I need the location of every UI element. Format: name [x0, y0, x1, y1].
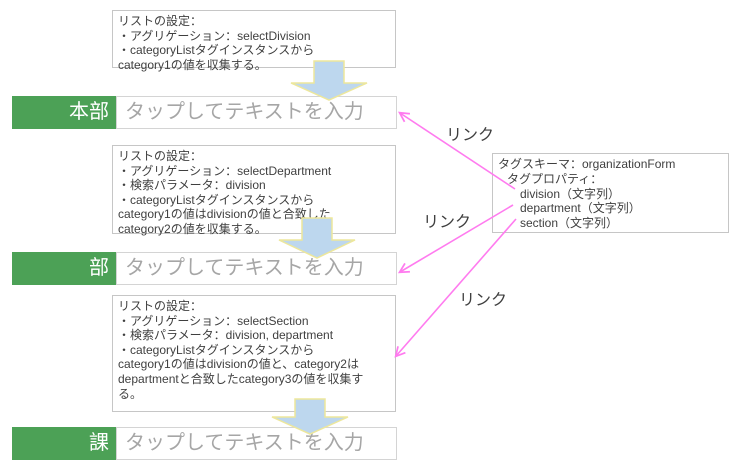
callout-section-list-settings: リストの設定： ・アグリゲーション：selectSection ・検索パラメータ…	[112, 295, 396, 412]
tag-schema-box: タグスキーマ：organizationForm タグプロパティ： divisio…	[492, 153, 729, 233]
callout-line: ・検索パラメータ：division	[118, 178, 266, 193]
callout-line: ・categoryListタグインスタンスから	[118, 192, 315, 207]
field-label-department: 部	[12, 252, 116, 285]
callout-line: departmentと合致したcategory3の値を収集す	[118, 371, 364, 386]
callout-line: ・categoryListタグインスタンスから	[118, 43, 315, 58]
callout-line: ・アグリゲーション：selectDepartment	[118, 163, 332, 178]
callout-line: ・検索パラメータ：division, department	[118, 328, 334, 343]
text-input-division[interactable]	[116, 96, 397, 129]
field-label-division: 本部	[12, 96, 116, 129]
callout-line: category1の値を収集する。	[118, 57, 267, 72]
callout-line: リストの設定：	[118, 299, 203, 313]
callout-line: category1の値はdivisionの値と、category2は	[118, 357, 359, 372]
schema-line: タグスキーマ：organizationForm	[498, 157, 676, 171]
form-row-division: 本部	[12, 96, 397, 129]
schema-line-section: section（文字列）	[520, 216, 619, 231]
form-row-section: 課	[12, 427, 397, 460]
text-input-section[interactable]	[116, 427, 397, 460]
form-row-department: 部	[12, 252, 397, 285]
callout-division-list-settings: リストの設定： ・アグリゲーション：selectDivision ・catego…	[112, 10, 396, 72]
callout-line: ・アグリゲーション：selectSection	[118, 313, 309, 328]
schema-line-division: division（文字列）	[520, 186, 621, 201]
callout-line: category1の値はdivisionの値と合致した	[118, 207, 331, 222]
callout-line: category2の値を収集する。	[118, 221, 267, 236]
callout-department-list-settings: リストの設定： ・アグリゲーション：selectDepartment ・検索パラ…	[112, 145, 396, 236]
link-label-division: リンク	[446, 127, 495, 144]
schema-line-department: department（文字列）	[520, 201, 641, 216]
callout-line: リストの設定：	[118, 14, 203, 28]
schema-line: タグプロパティ：	[507, 171, 603, 186]
callout-line: ・アグリゲーション：selectDivision	[118, 28, 311, 43]
callout-line: リストの設定：	[118, 149, 203, 163]
text-input-department[interactable]	[116, 252, 397, 285]
callout-line: る。	[118, 386, 143, 401]
field-label-section: 課	[12, 427, 116, 460]
link-label-department: リンク	[423, 214, 472, 231]
callout-line: ・categoryListタグインスタンスから	[118, 342, 315, 357]
link-label-section: リンク	[459, 292, 508, 309]
